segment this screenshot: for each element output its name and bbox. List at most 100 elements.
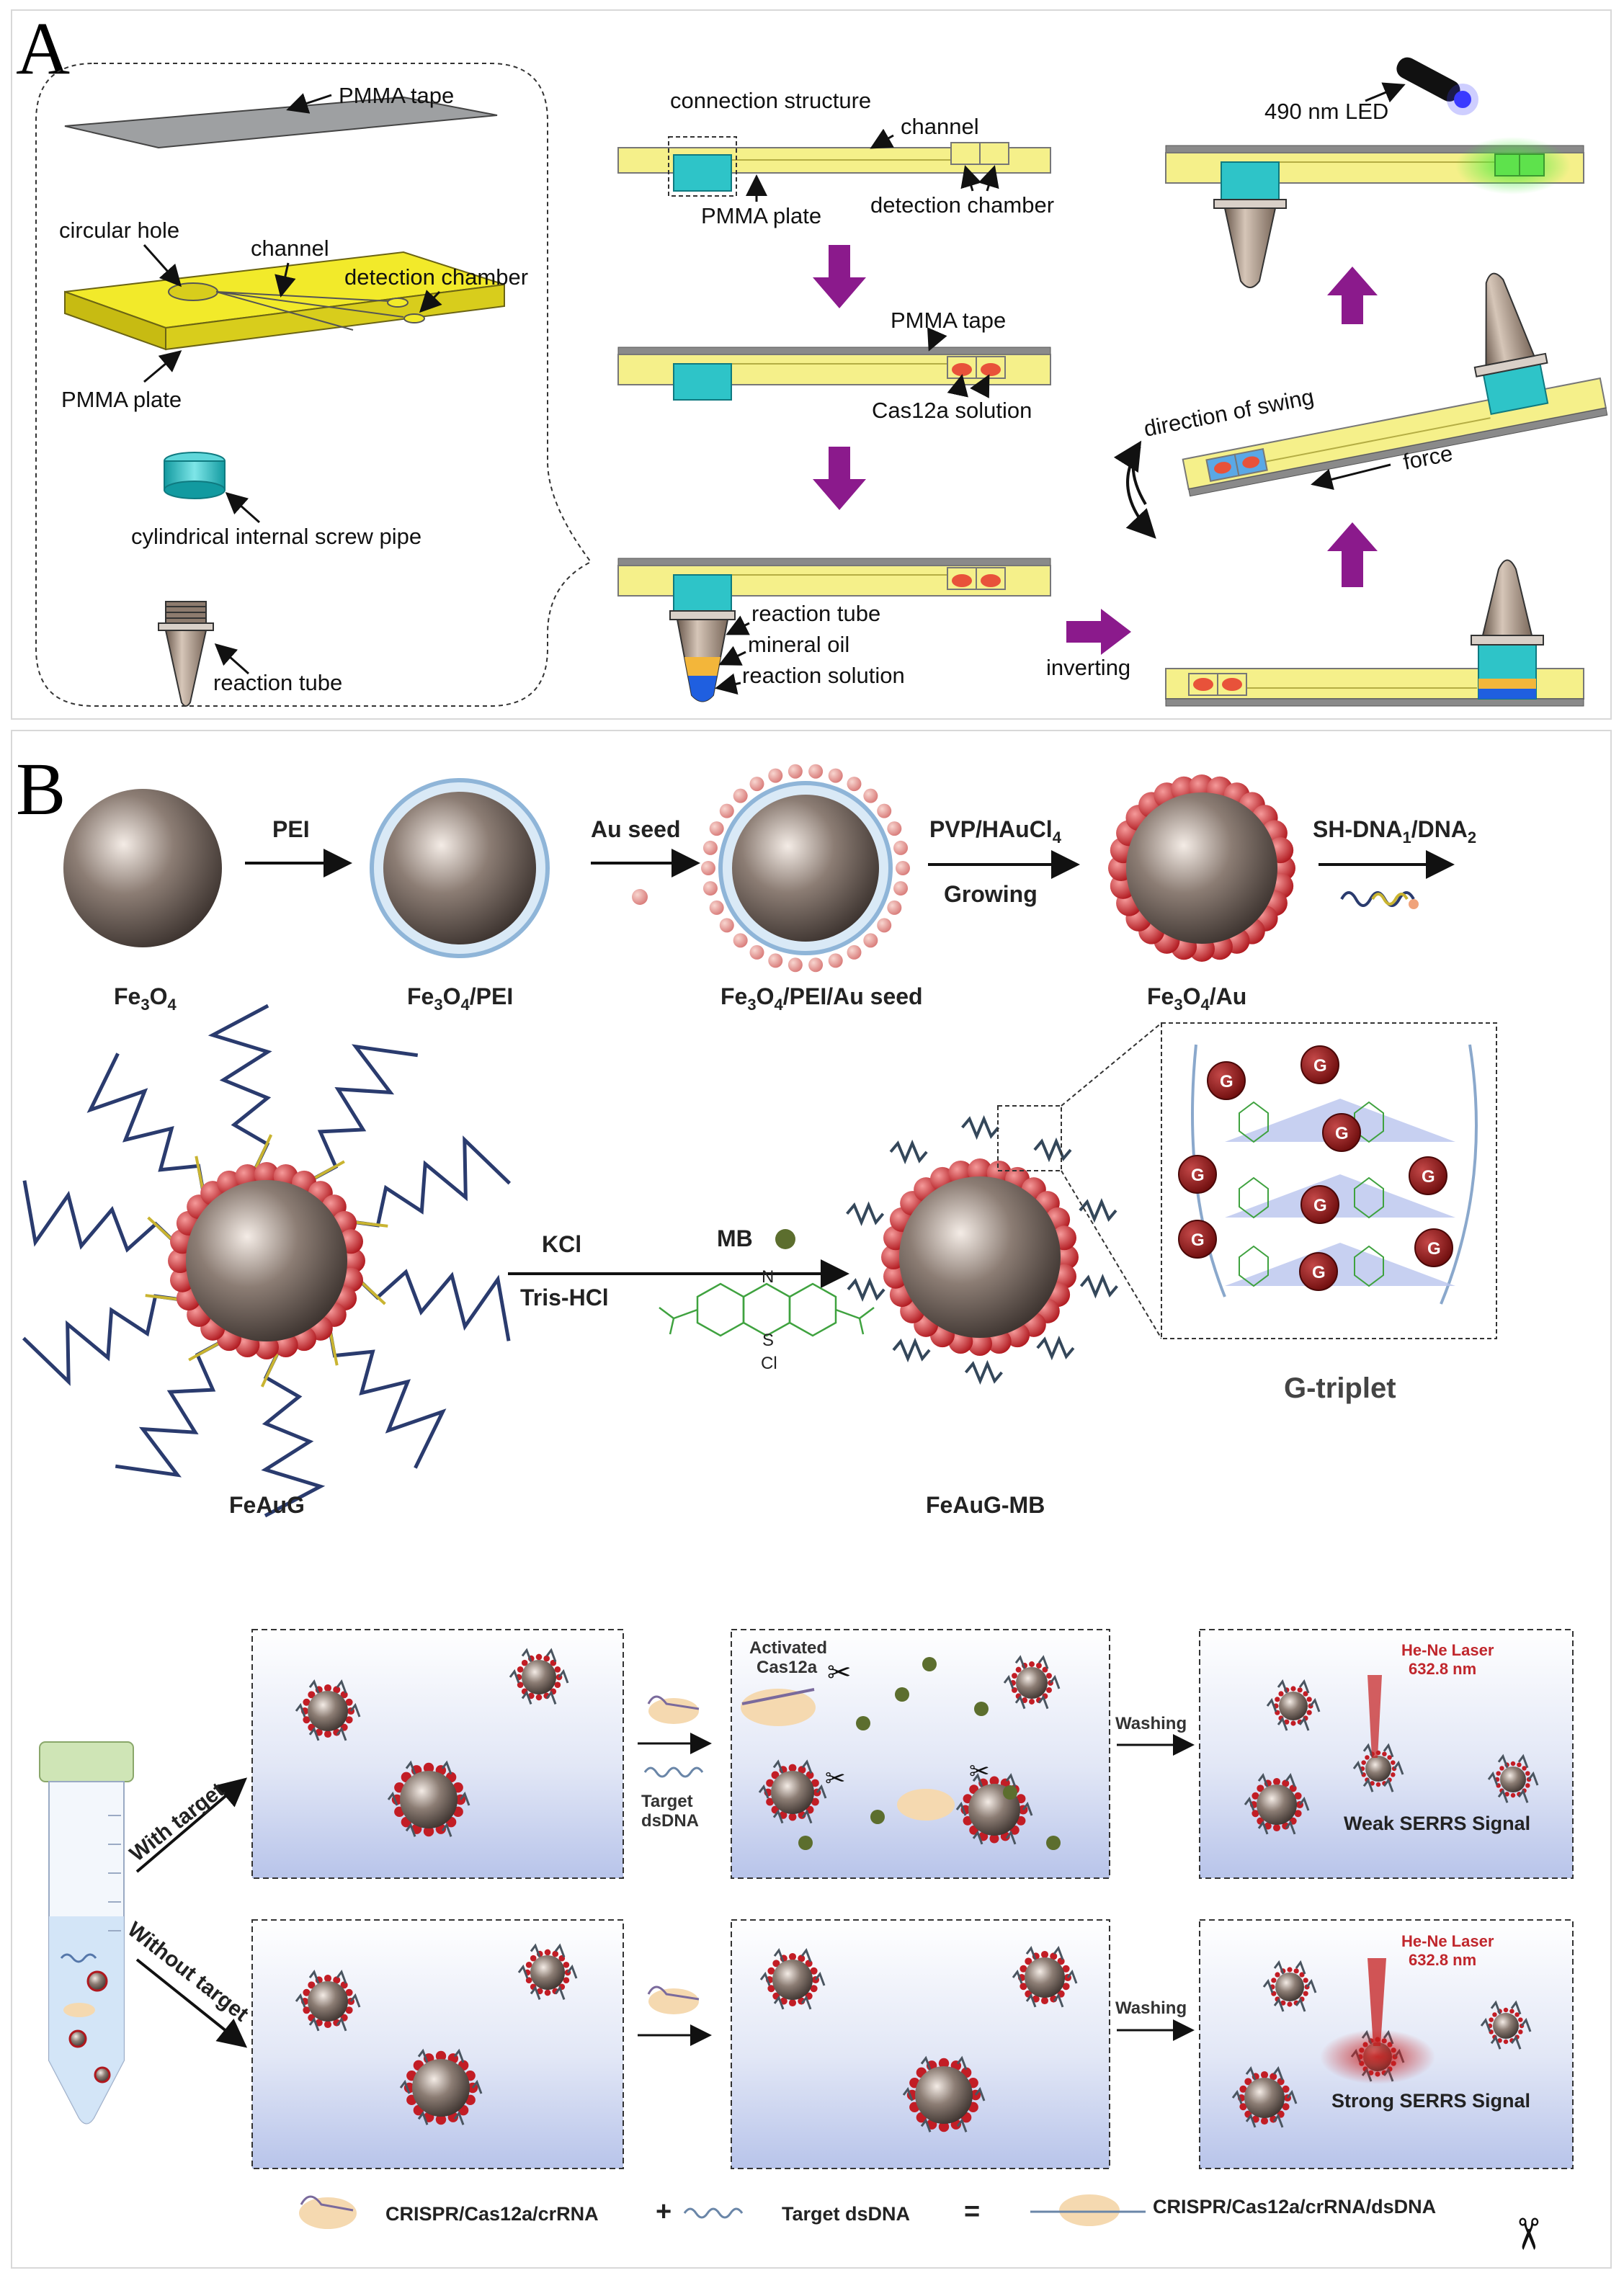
legend-product-icon	[1059, 2194, 1120, 2226]
cas12a-solution-label: Cas12a solution	[872, 398, 1032, 423]
particle-shell	[1272, 1823, 1281, 1832]
dna-linker	[195, 1156, 205, 1192]
zoom-source-box	[997, 1105, 1062, 1171]
particle-shell	[1035, 1663, 1042, 1669]
particle-shell	[1297, 1687, 1303, 1693]
probe	[554, 1943, 566, 1958]
dna-strand	[351, 1135, 512, 1228]
reaction-tube-arrow-step3	[726, 615, 750, 635]
particle-shell	[303, 2006, 311, 2014]
dna-strand-icon	[1340, 891, 1415, 907]
probe	[1273, 1960, 1285, 1975]
probe	[1285, 1772, 1296, 1787]
pmma-plate-arrow-exploded	[143, 350, 182, 383]
mb-cl-atom: Cl	[761, 1354, 777, 1373]
mb-bead	[922, 1657, 937, 1671]
magnetic-particle	[1275, 1973, 1304, 2001]
particle-shell	[1303, 1978, 1308, 1983]
particle-shell	[1492, 2012, 1497, 2017]
reaction-tube-label-exploded: reaction tube	[213, 670, 342, 695]
probe	[1517, 1789, 1529, 1803]
guanine-bead	[1178, 1155, 1217, 1194]
particle-shell	[435, 2050, 447, 2062]
dna-strand	[208, 1004, 272, 1169]
particle-shell	[1029, 1699, 1035, 1705]
au-seed-bead	[863, 788, 878, 803]
probe	[453, 2111, 465, 2125]
particle-shell	[1260, 2071, 1269, 2079]
legend-plus: +	[656, 2197, 672, 2227]
guanine-label: G	[1422, 1167, 1435, 1187]
particle-shell	[938, 2058, 950, 2069]
cas12a-protein-1	[741, 1689, 816, 1726]
particle-shell	[989, 1833, 999, 1844]
particle-shell	[1525, 1783, 1530, 1788]
probe	[814, 1971, 826, 1986]
guanine-bead	[1300, 1185, 1339, 1224]
inverting-label: inverting	[1046, 655, 1130, 680]
particle-shell	[1391, 1760, 1396, 1765]
screw-pipe-arrow	[225, 492, 260, 524]
particle-shell	[1062, 1965, 1070, 1973]
complex-icon-with	[648, 1698, 699, 1724]
dna-linker	[311, 1160, 345, 1181]
mb-s-atom: S	[762, 1331, 774, 1350]
particle-shell	[535, 1653, 543, 1661]
dna-strand	[261, 1353, 326, 1518]
g-quadruplex	[847, 1277, 885, 1303]
probe	[521, 1690, 532, 1705]
particle-shell	[1299, 1972, 1305, 1978]
particle-shell	[1275, 1972, 1280, 1978]
magnetic-particle	[1493, 2013, 1519, 2039]
particle-shell	[1290, 1686, 1296, 1692]
connection-structure-box	[668, 136, 737, 197]
probe	[1273, 1997, 1285, 2012]
probe	[387, 1791, 398, 1806]
led-icon	[1396, 57, 1478, 115]
particle-shell	[1025, 1957, 1032, 1965]
particle-shell	[544, 1949, 551, 1956]
particle-shell	[1244, 2078, 1252, 2086]
g-quadruplex	[889, 1139, 928, 1165]
legend-dsdna-icon	[683, 2207, 744, 2219]
particle-shell	[1290, 1720, 1296, 1726]
washing-label-with: Washing	[1115, 1714, 1187, 1733]
magnetic-particle	[308, 1691, 348, 1731]
guanine-bead	[1409, 1156, 1447, 1195]
reaction-tube-exploded	[158, 601, 214, 707]
probe	[530, 1986, 541, 2000]
feaug-label: FeAuG	[229, 1492, 305, 1518]
circular-hole-label: circular hole	[59, 218, 179, 243]
particle-shell	[810, 1967, 818, 1975]
dna-linker	[188, 1341, 222, 1362]
washing-label-without: Washing	[1115, 1998, 1187, 2018]
channel-arrow-exploded	[275, 262, 296, 298]
particle-shell	[1062, 1983, 1070, 1991]
scissors-icon-2: ✂	[825, 1764, 846, 1793]
probe	[1277, 1679, 1288, 1694]
probe	[417, 2048, 429, 2063]
dsdna-label: dsDNA	[641, 1811, 699, 1831]
g-quadruplex	[1079, 1274, 1118, 1299]
complex-crrna-with	[647, 1695, 700, 1710]
g-plane	[1225, 1243, 1455, 1286]
mb-bead	[974, 1702, 989, 1716]
probe	[336, 1726, 347, 1741]
chip-swing	[1182, 272, 1608, 497]
au-seed-bead	[847, 777, 862, 792]
crrna-strand-1	[741, 1688, 815, 1705]
probe	[349, 1993, 361, 2008]
particle-shell	[1012, 1673, 1017, 1679]
au-seed-bead	[632, 889, 648, 905]
particle-shell	[1046, 1687, 1052, 1693]
probe	[1510, 2000, 1522, 2015]
particle-shell	[1370, 1781, 1375, 1786]
probe	[530, 1943, 541, 1958]
particle-shell	[1517, 1762, 1522, 1767]
particle-shell	[771, 1771, 780, 1779]
particle-shell	[1015, 1666, 1022, 1673]
magnetic-particle	[522, 1660, 556, 1694]
magnetic-particle	[1365, 1756, 1391, 1782]
zoom-line-top	[1061, 1022, 1162, 1107]
